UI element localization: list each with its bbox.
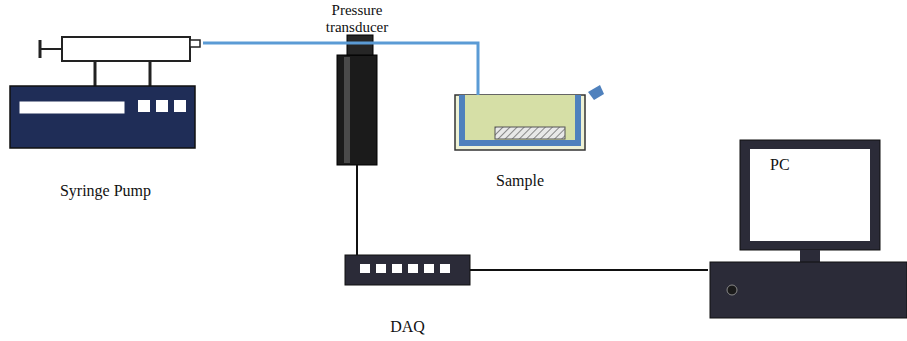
device-label: Syringe Pump <box>60 182 151 200</box>
device-label: DAQ <box>390 318 425 336</box>
tube-line <box>203 43 337 44</box>
tube-line <box>203 42 337 45</box>
device-label: Sample <box>496 172 544 190</box>
signal-cable <box>356 165 358 255</box>
signal-cable <box>470 270 708 271</box>
device-node: PC <box>708 140 907 318</box>
transducer-symbol <box>337 35 377 165</box>
tube-line <box>377 43 478 95</box>
tube-line <box>377 43 478 95</box>
device-label: Pressure transducer <box>317 2 397 35</box>
computer-symbol <box>710 140 907 318</box>
device-node: DAQ <box>345 255 470 285</box>
signal-cable <box>357 165 358 255</box>
device-node: Syringe Pump <box>8 35 203 150</box>
daq-box <box>345 255 470 285</box>
syringe-symbol <box>40 37 200 86</box>
device-node: Sample <box>455 95 585 150</box>
device-label: PC <box>770 156 790 174</box>
pump-body <box>10 86 195 148</box>
signal-cable <box>470 269 708 271</box>
device-node: Pressure transducer <box>337 37 377 165</box>
